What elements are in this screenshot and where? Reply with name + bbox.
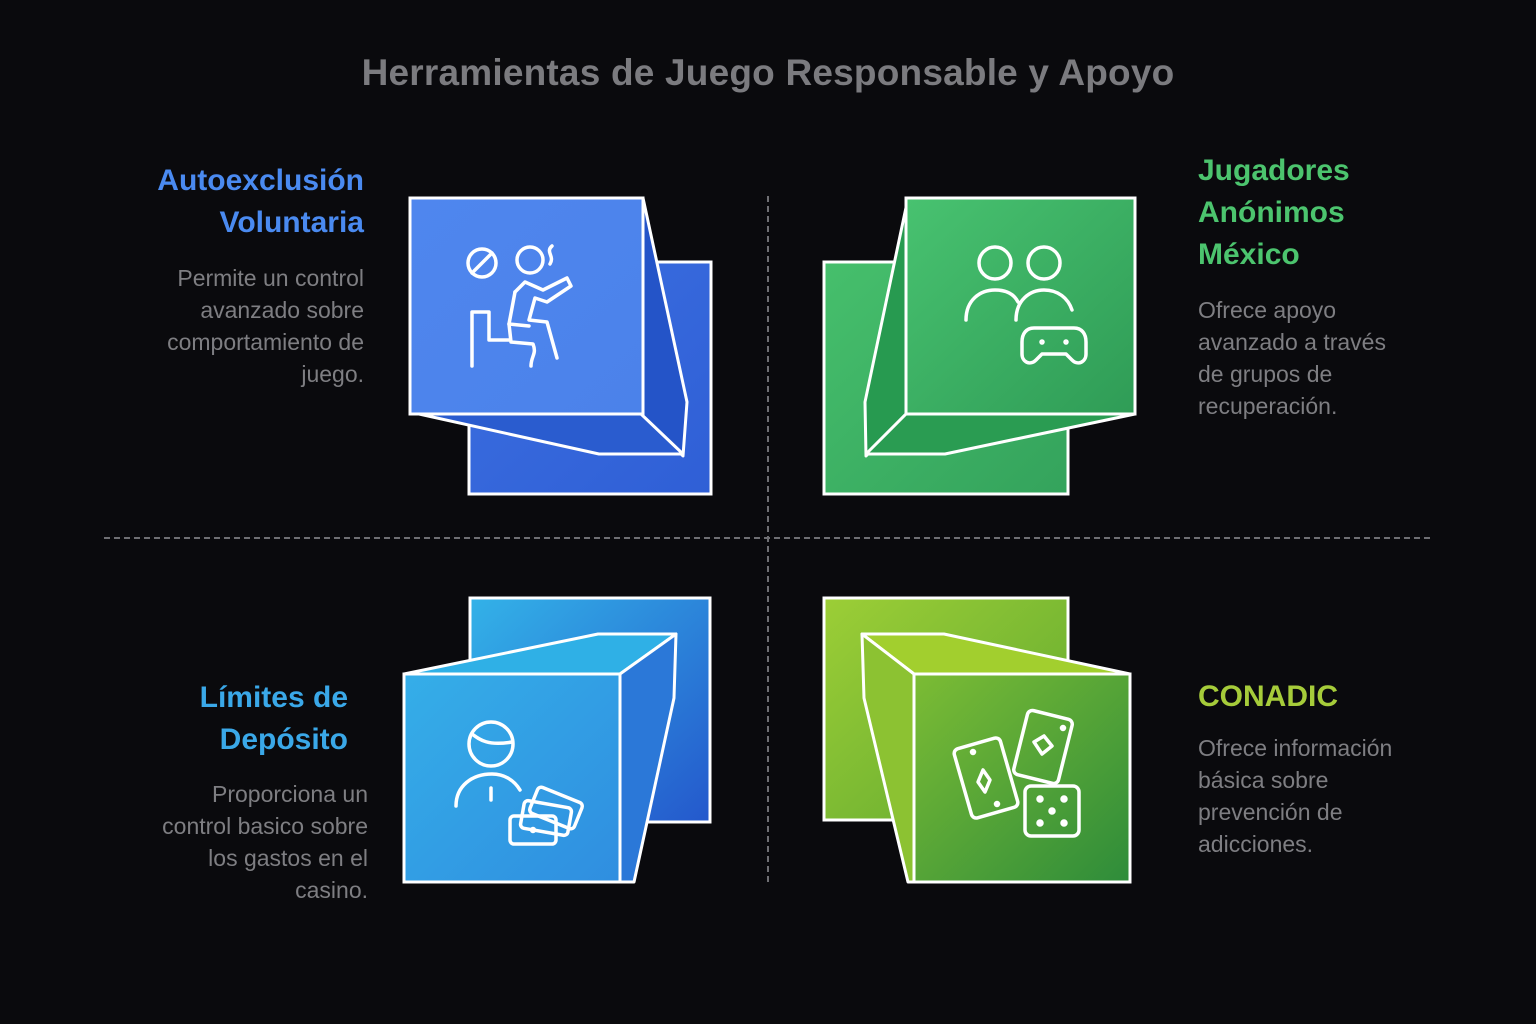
cube-limites-deposito — [400, 594, 720, 889]
quadrant-description: Proporciona un control basico sobre los … — [48, 778, 368, 906]
quadrant-limites-deposito-description: Proporciona un control basico sobre los … — [48, 778, 368, 906]
description-line: Ofrece información — [1198, 735, 1393, 761]
support-group-gamepad-icon — [964, 245, 1088, 365]
description-line: Ofrece apoyo — [1198, 297, 1337, 323]
vertical-divider — [767, 196, 769, 882]
description-line: avanzado a través — [1198, 329, 1386, 355]
description-line: comportamiento de — [167, 329, 364, 355]
quadrant-conadic-text: CONADIC Ofrece información básica sobre … — [1198, 676, 1498, 860]
quadrant-description: Permite un control avanzado sobre compor… — [64, 262, 364, 390]
description-line: control basico sobre — [162, 813, 368, 839]
quadrant-heading: CONADIC — [1198, 676, 1498, 718]
quadrant-heading: Autoexclusión Voluntaria — [64, 160, 364, 244]
cards-and-dice-icon — [952, 708, 1081, 838]
description-line: avanzado sobre — [200, 297, 364, 323]
person-wallet-cards-icon — [454, 720, 585, 846]
description-line: adicciones. — [1198, 831, 1314, 857]
heading-line: Anónimos — [1198, 196, 1345, 229]
heading-line: CONADIC — [1198, 680, 1338, 713]
heading-line: Voluntaria — [219, 206, 364, 239]
description-line: recuperación. — [1198, 393, 1338, 419]
description-line: casino. — [295, 877, 368, 903]
cube-conadic — [820, 594, 1140, 889]
description-line: de grupos de — [1198, 361, 1333, 387]
no-smoking-person-seated-icon — [466, 244, 573, 368]
quadrant-heading: Límites de Depósito — [48, 677, 348, 761]
description-line: Permite un control — [177, 265, 364, 291]
quadrant-jugadores-anonimos-text: Jugadores Anónimos México Ofrece apoyo a… — [1198, 150, 1498, 422]
quadrant-heading: Jugadores Anónimos México — [1198, 150, 1498, 276]
heading-line: Jugadores — [1198, 154, 1350, 187]
page-title: Herramientas de Juego Responsable y Apoy… — [361, 52, 1175, 93]
description-line: juego. — [301, 361, 364, 387]
description-line: los gastos en el — [208, 845, 368, 871]
quadrant-autoexclusion-text: Autoexclusión Voluntaria Permite un cont… — [64, 160, 364, 390]
description-line: Proporciona un — [212, 781, 368, 807]
description-line: básica sobre — [1198, 767, 1329, 793]
cube-jugadores-anonimos — [820, 194, 1140, 499]
quadrant-description: Ofrece información básica sobre prevenci… — [1198, 732, 1498, 860]
cube-autoexclusion — [405, 194, 715, 499]
heading-line: Autoexclusión — [157, 164, 364, 197]
heading-line: Depósito — [219, 723, 348, 756]
description-line: prevención de — [1198, 799, 1343, 825]
heading-line: Límites de — [199, 681, 348, 714]
heading-line: México — [1198, 238, 1300, 271]
quadrant-limites-deposito-text: Límites de Depósito — [48, 677, 348, 761]
quadrant-description: Ofrece apoyo avanzado a través de grupos… — [1198, 294, 1498, 422]
